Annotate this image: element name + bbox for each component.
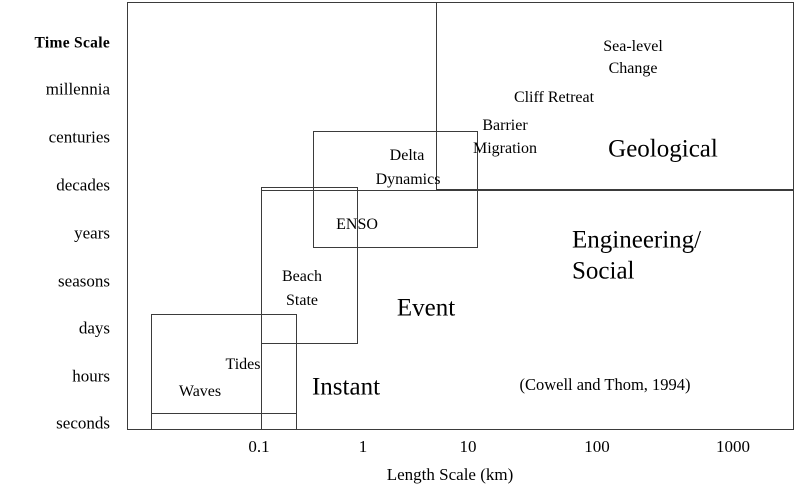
y-tick-seasons: seasons [58,271,110,291]
box-waves-tides [151,314,297,414]
label-dynamics: Dynamics [375,171,441,188]
label-tides: Tides [225,356,261,373]
y-tick-seconds: seconds [56,413,110,433]
label-cliff-retreat: Cliff Retreat [513,89,595,106]
y-tick-millennia: millennia [45,79,110,99]
y-tick-years: years [74,223,110,243]
label-social: Social [572,257,635,285]
y-tick-hours: hours [72,366,110,386]
y-tick-days: days [78,318,110,338]
citation: (Cowell and Thom, 1994) [519,374,691,394]
label-change: Change [608,60,658,77]
x-axis-title: Length Scale (km) [386,465,514,484]
y-axis-title: Time Scale [34,34,110,52]
label-instant: Instant [311,373,381,401]
label-sea-level: Sea-level [603,38,663,55]
y-tick-centuries: centuries [48,127,110,147]
label-geological: Geological [608,135,718,163]
label-beach: Beach [282,268,322,285]
label-enso: ENSO [336,216,378,233]
label-barrier: Barrier [482,117,528,134]
x-tick-1000: 1000 [716,437,750,456]
label-waves: Waves [178,383,222,400]
y-tick-decades: decades [56,175,110,195]
label-delta: Delta [389,147,425,164]
x-tick-1: 1 [358,437,368,456]
label-event: Event [396,294,456,322]
box-geological [436,2,794,190]
x-tick-10: 10 [459,437,477,456]
label-state: State [286,292,318,309]
box-enso-delta [313,131,478,248]
label-migration: Migration [473,140,537,157]
box-beach-state [261,187,358,344]
x-tick-100: 100 [584,437,610,456]
label-engineering: Engineering/ [572,226,702,254]
x-tick-0-1: 0.1 [248,437,270,456]
